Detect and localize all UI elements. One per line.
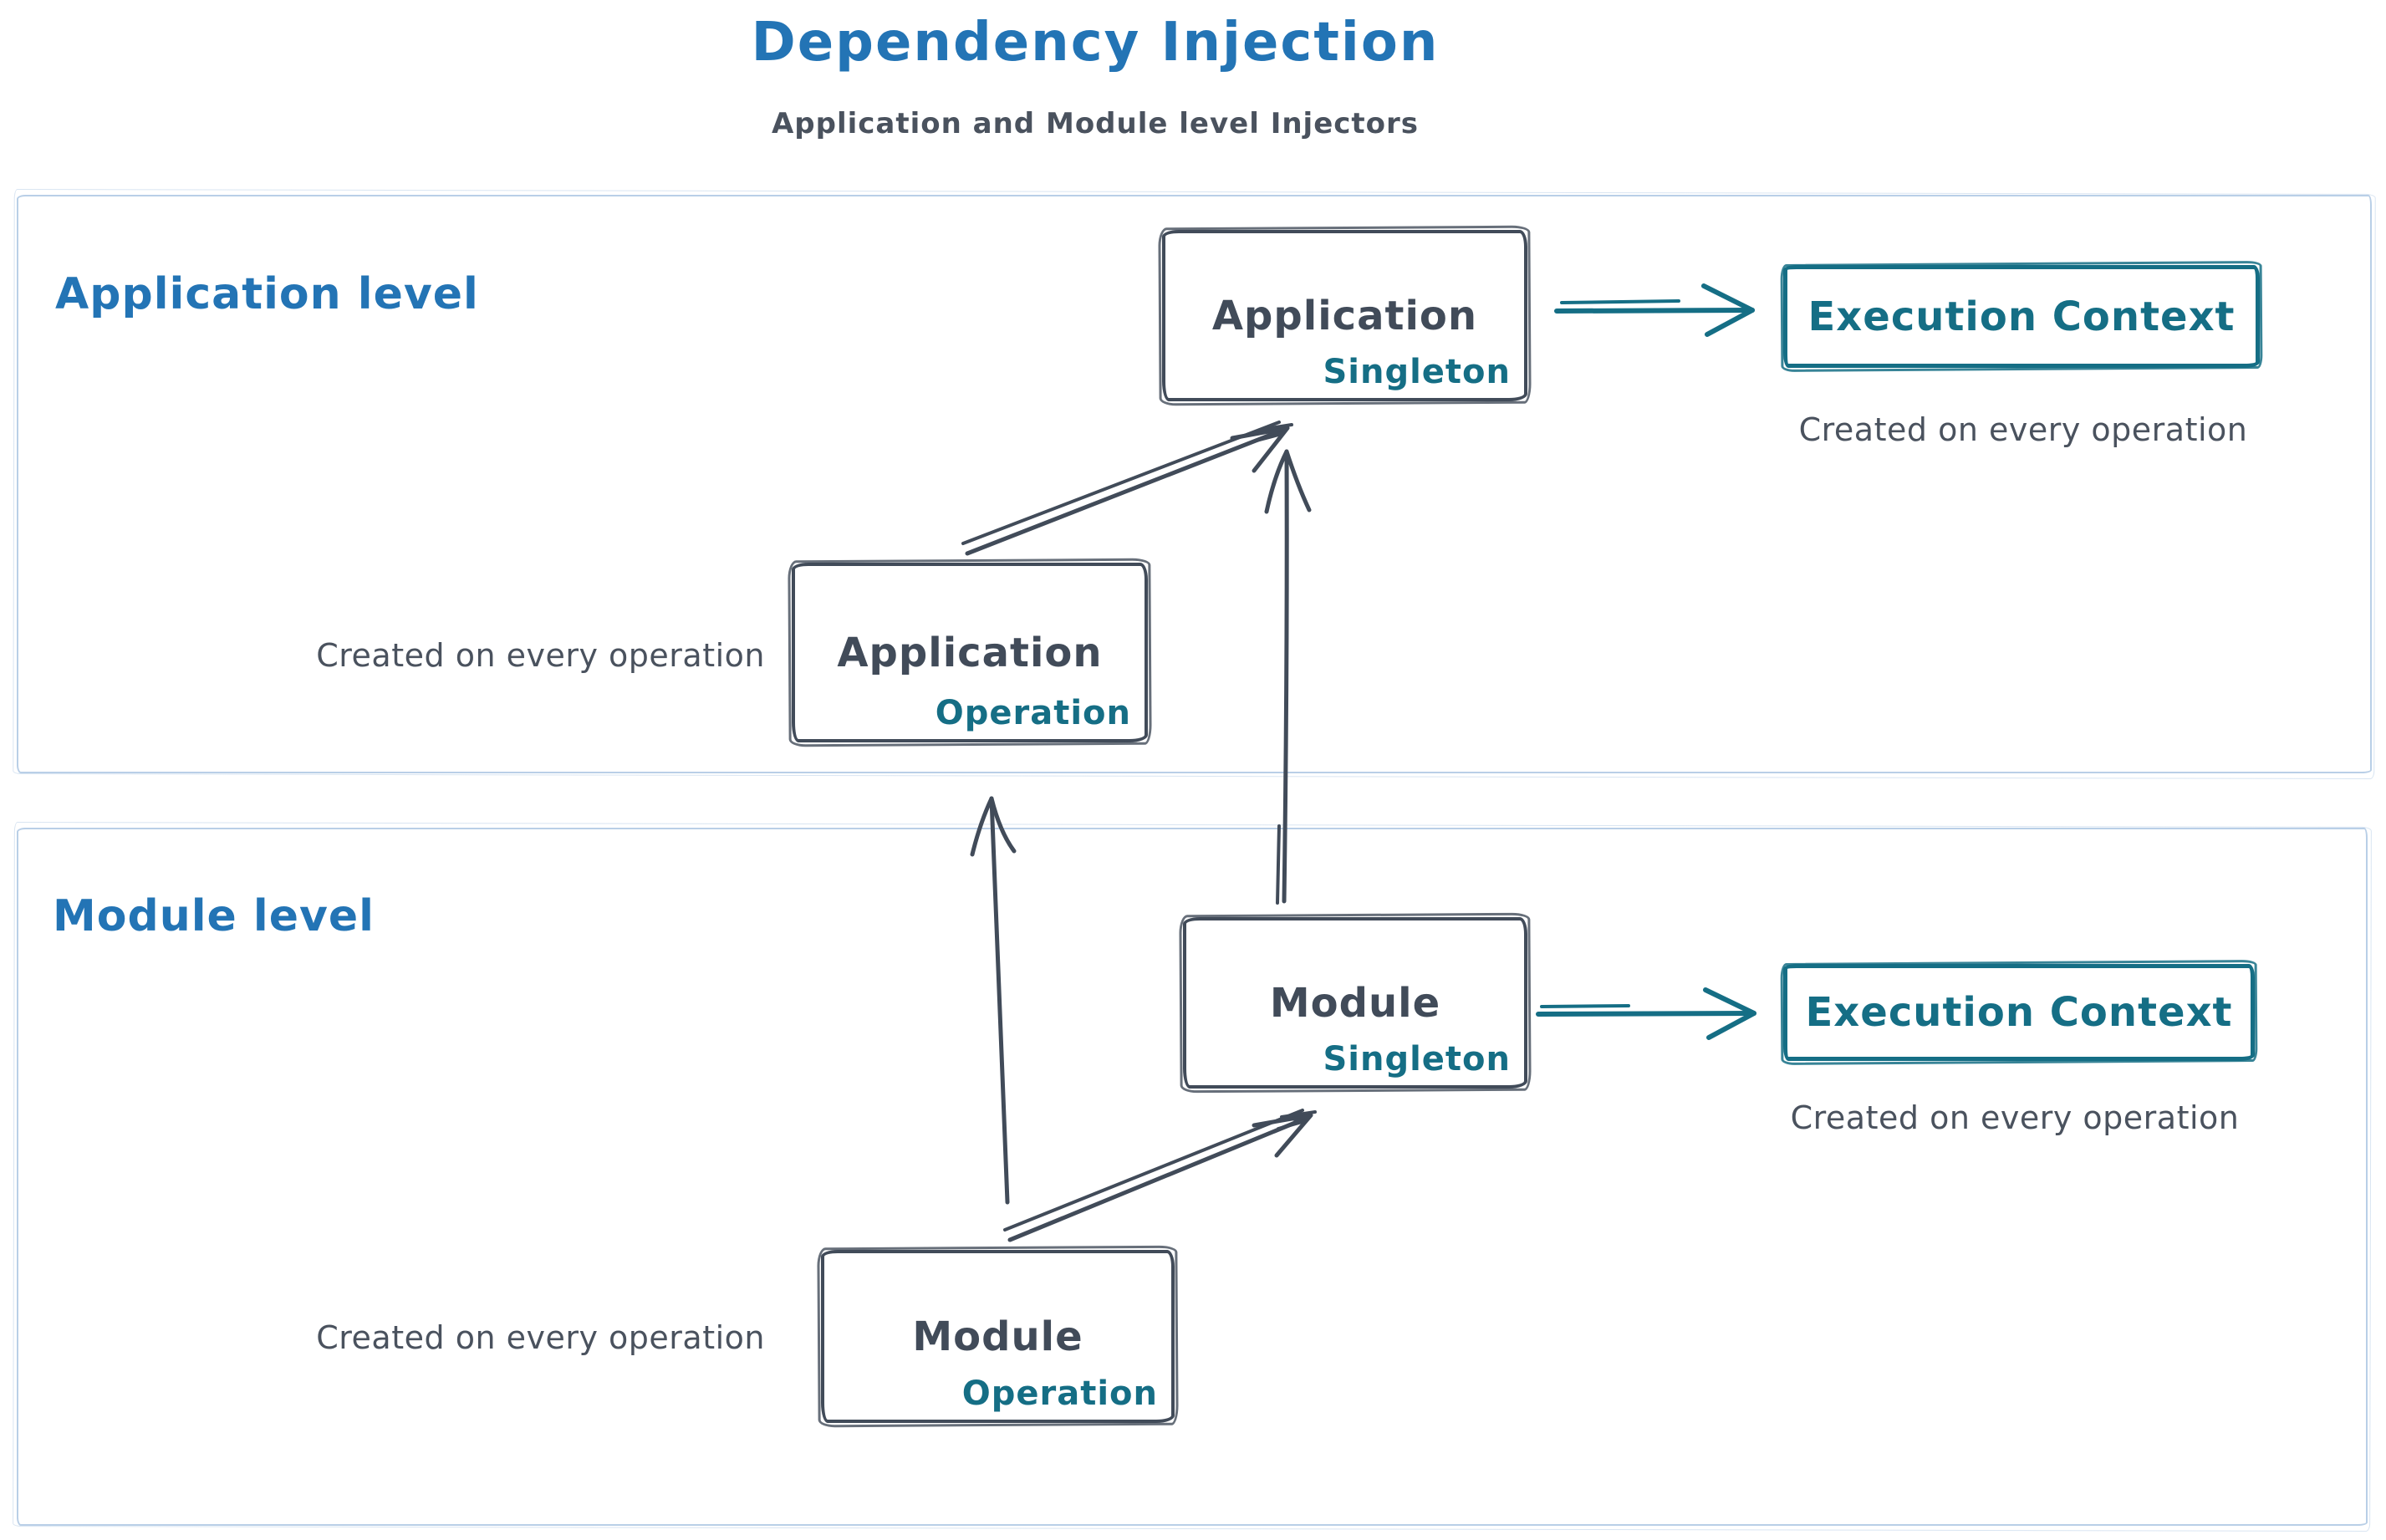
app-operation-box: Application Operation xyxy=(792,563,1148,742)
app-singleton-box: Application Singleton xyxy=(1162,230,1527,401)
module-operation-box: Module Operation xyxy=(821,1250,1175,1423)
application-level-label: Application level xyxy=(55,269,479,319)
module-singleton-badge: Singleton xyxy=(1323,1040,1511,1079)
module-execution-context-box: Execution Context xyxy=(1783,964,2255,1061)
app-operation-badge: Operation xyxy=(935,694,1131,732)
diagram-title: Dependency Injection xyxy=(751,12,1440,74)
module-singleton-box: Module Singleton xyxy=(1183,917,1527,1089)
app-operation-title: Application xyxy=(837,629,1103,676)
app-execution-context-caption: Created on every operation xyxy=(1798,411,2248,448)
module-operation-title: Module xyxy=(912,1313,1083,1360)
module-level-label: Module level xyxy=(53,891,375,941)
module-singleton-title: Module xyxy=(1269,979,1441,1027)
application-level-container xyxy=(17,195,2372,773)
app-singleton-badge: Singleton xyxy=(1323,353,1511,391)
module-level-container xyxy=(17,828,2368,1526)
app-execution-context-label: Execution Context xyxy=(1807,293,2236,340)
module-execution-context-caption: Created on every operation xyxy=(1790,1099,2240,1136)
diagram-subtitle: Application and Module level Injectors xyxy=(771,107,1420,140)
app-operation-caption: Created on every operation xyxy=(316,637,765,674)
module-operation-badge: Operation xyxy=(961,1374,1158,1413)
module-execution-context-label: Execution Context xyxy=(1805,989,2233,1036)
app-singleton-title: Application xyxy=(1211,292,1478,339)
module-operation-caption: Created on every operation xyxy=(316,1319,765,1356)
app-execution-context-box: Execution Context xyxy=(1783,265,2260,368)
